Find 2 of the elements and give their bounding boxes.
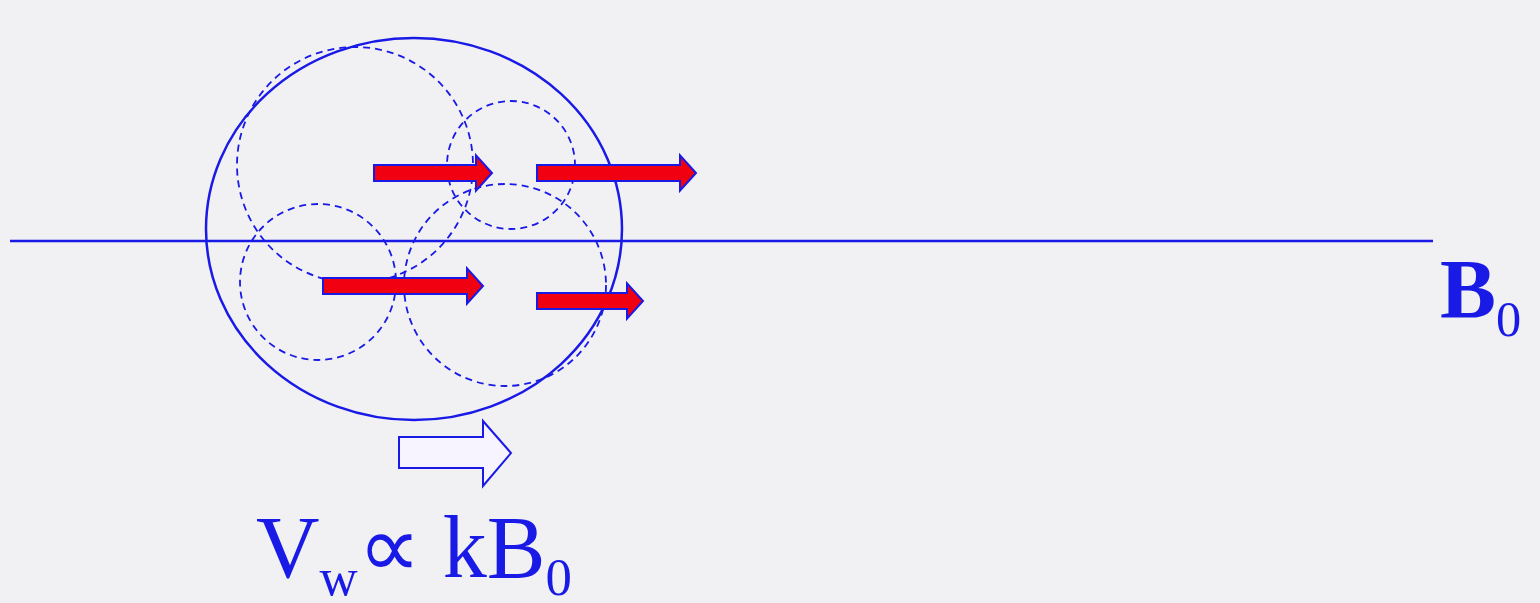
formula-label: V$_{w}$∝ kB$_{0}$ bbox=[256, 504, 572, 603]
formula-label: B$_{0}$ bbox=[1440, 248, 1522, 345]
